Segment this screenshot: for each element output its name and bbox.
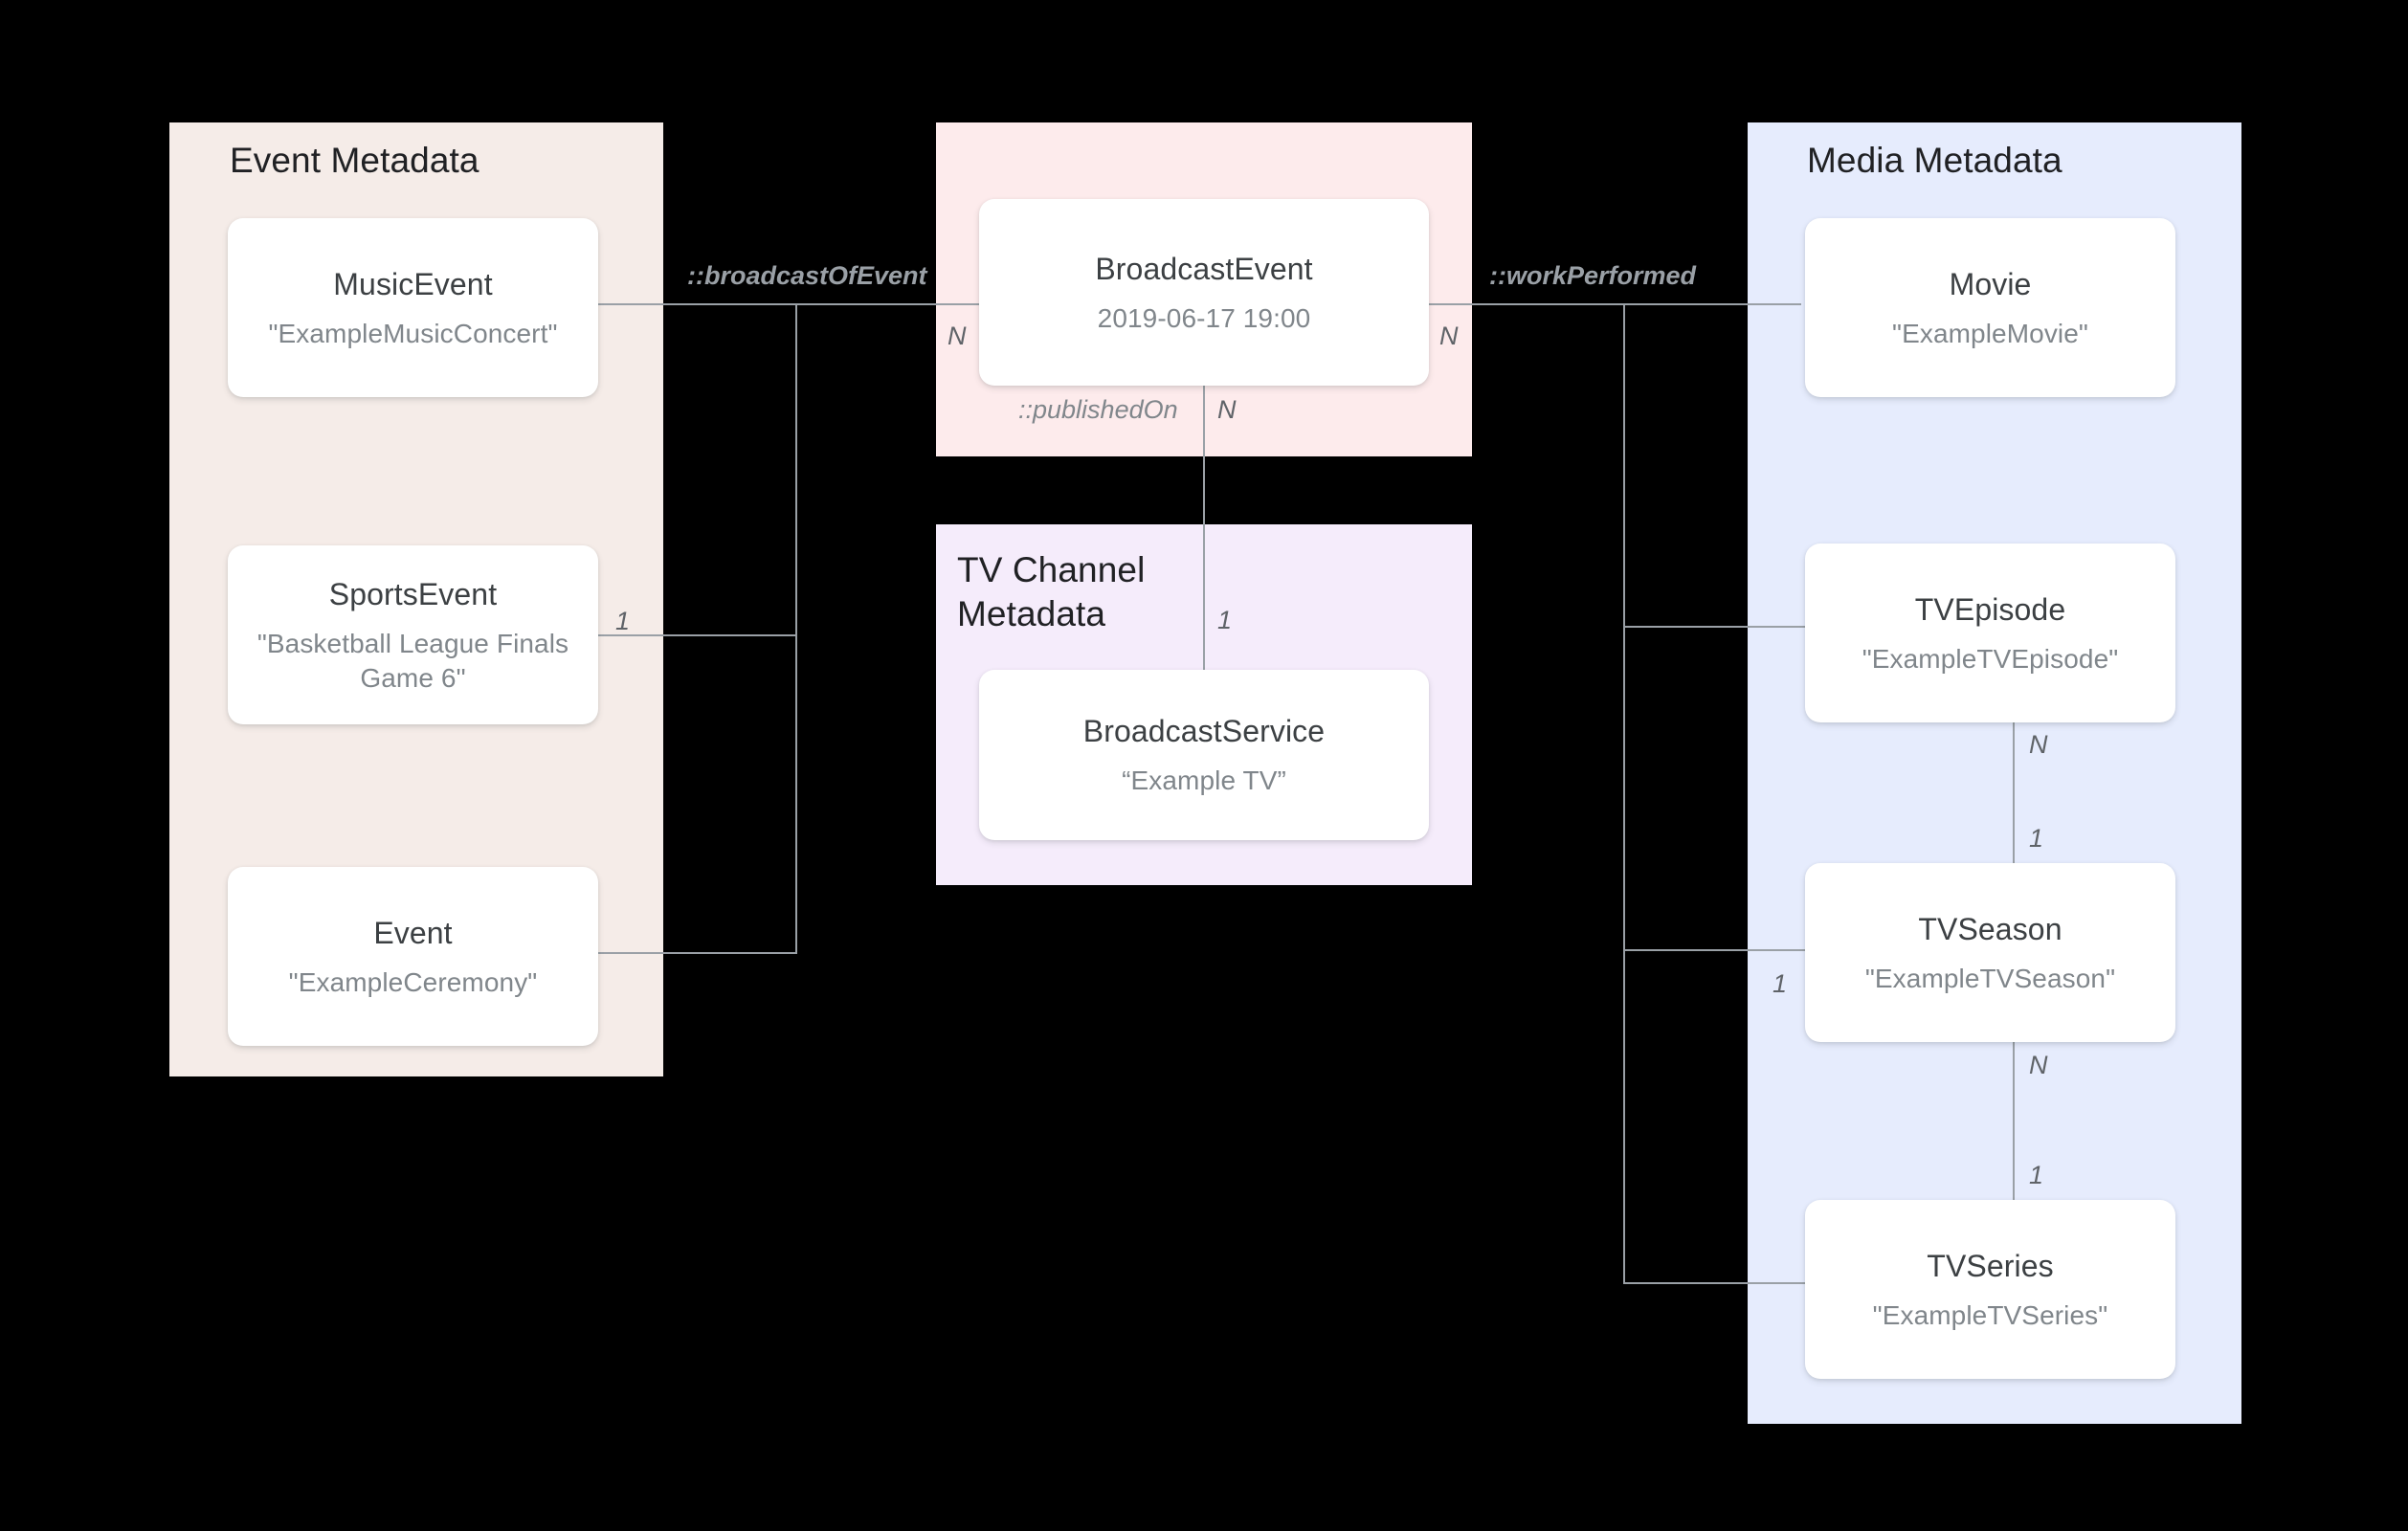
entity-card-tvseason[interactable]: TVSeason "ExampleTVSeason" [1805, 863, 2175, 1042]
connector-tvseason-tvseries [2013, 1041, 2015, 1256]
entity-card-broadcastevent[interactable]: BroadcastEvent 2019-06-17 19:00 [979, 199, 1429, 386]
cardinality-tvseries-1: 1 [2029, 1161, 2044, 1189]
connector-tvepisode-tvseason [2013, 721, 2015, 941]
entity-value: "ExampleMovie" [1892, 318, 2088, 348]
entity-value: 2019-06-17 19:00 [1097, 302, 1311, 333]
entity-name: MusicEvent [333, 266, 493, 301]
group-title-event-metadata: Event Metadata [230, 141, 479, 180]
cardinality-broadcastevent-left-n: N [948, 322, 967, 350]
entity-name: TVSeason [1918, 911, 2062, 946]
entity-name: Event [373, 915, 453, 950]
entity-value: “Example TV” [1122, 766, 1286, 795]
entity-name: TVEpisode [1914, 591, 2066, 627]
entity-value: "ExampleTVEpisode" [1862, 643, 2119, 674]
connector-media-trunk [1623, 303, 1625, 1284]
cardinality-tvseason-1-left: 1 [1773, 969, 1788, 998]
entity-name: SportsEvent [328, 576, 498, 611]
cardinality-tvseason-1-top: 1 [2029, 824, 2044, 853]
entity-card-musicevent[interactable]: MusicEvent "ExampleMusicConcert" [228, 218, 598, 397]
entity-name: TVSeries [1927, 1248, 2054, 1283]
cardinality-sportsevent-1: 1 [615, 607, 631, 635]
connector-event-trunk [795, 303, 797, 954]
entity-card-movie[interactable]: Movie "ExampleMovie" [1805, 218, 2175, 397]
connector-to-tvepisode [1623, 626, 1805, 628]
entity-card-sportsevent[interactable]: SportsEvent "Basketball League Finals Ga… [228, 545, 598, 724]
entity-name: BroadcastEvent [1095, 251, 1313, 286]
relationship-label-publishedon: ::publishedOn [1018, 395, 1178, 424]
cardinality-publishedon-n: N [1217, 395, 1237, 424]
entity-value: "ExampleTVSeason" [1864, 963, 2116, 993]
cardinality-tvseason-n: N [2029, 1051, 2048, 1079]
relationship-label-broadcastofevent: ::broadcastOfEvent [687, 261, 927, 290]
group-title-media-metadata: Media Metadata [1807, 141, 2062, 180]
entity-card-tvepisode[interactable]: TVEpisode "ExampleTVEpisode" [1805, 544, 2175, 722]
entity-value: "Basketball League Finals Game 6" [256, 628, 569, 693]
connector-event-to-broadcastevent [795, 303, 979, 305]
connector-sportsevent [598, 634, 797, 636]
connector-to-tvseason [1623, 949, 1805, 951]
connector-musicevent [598, 303, 797, 305]
entity-name: BroadcastService [1082, 714, 1326, 748]
connector-publishedon [1203, 385, 1205, 672]
cardinality-broadcastservice-1: 1 [1217, 606, 1233, 634]
connector-broadcastevent-right [1428, 303, 1801, 305]
entity-card-event[interactable]: Event "ExampleCeremony" [228, 867, 598, 1046]
connector-event [598, 952, 797, 954]
entity-card-tvseries[interactable]: TVSeries "ExampleTVSeries" [1805, 1200, 2175, 1379]
cardinality-tvepisode-n: N [2029, 730, 2048, 759]
entity-value: "ExampleMusicConcert" [268, 318, 558, 348]
group-title-tv-channel-metadata: TV Channel Metadata [957, 550, 1146, 633]
relationship-label-workperformed: ::workPerformed [1489, 261, 1697, 290]
entity-value: "ExampleTVSeries" [1872, 1299, 2108, 1330]
entity-name: Movie [1949, 266, 2032, 301]
cardinality-broadcastevent-right-n: N [1439, 322, 1459, 350]
entity-value: "ExampleCeremony" [288, 966, 538, 997]
connector-to-tvseries [1623, 1282, 1805, 1284]
entity-card-broadcastservice[interactable]: BroadcastService “Example TV” [979, 670, 1429, 840]
